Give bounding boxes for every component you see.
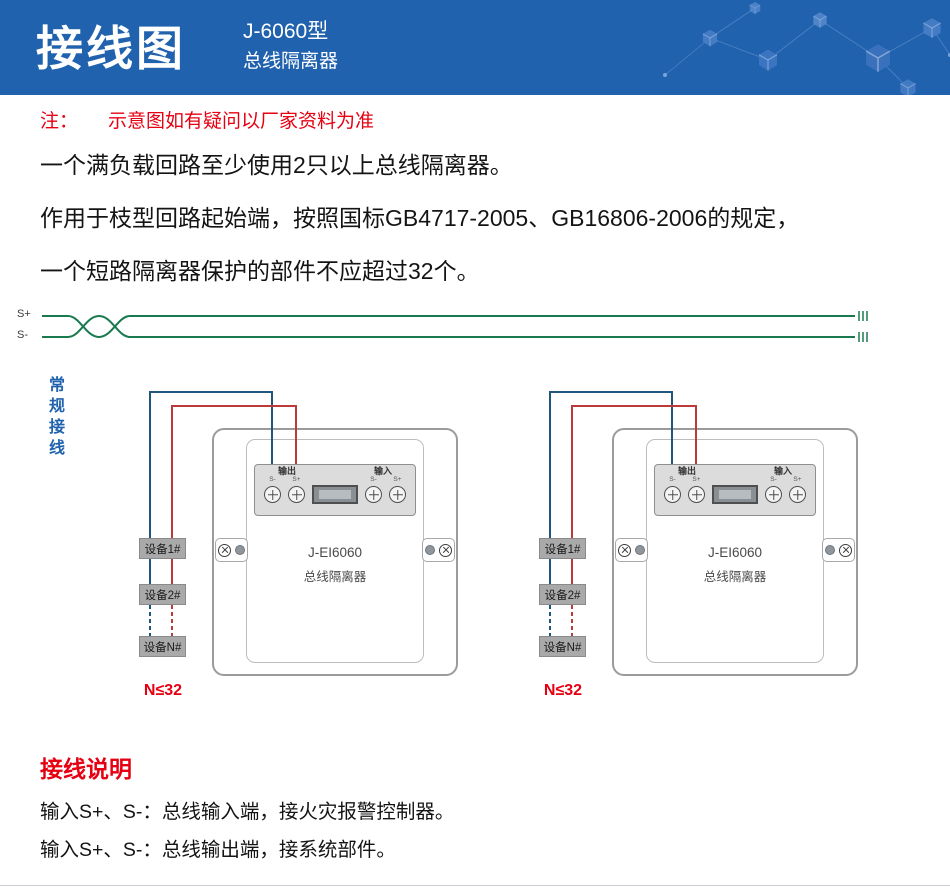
chain-box-device-2: 设备2# (539, 584, 586, 605)
isolator-device-1: 输出 输入 S- S+ S- S+ (212, 428, 458, 676)
dot-circle-icon (425, 545, 435, 555)
output-terminal-label: 输出 (277, 466, 296, 476)
bus-s-minus-label: S- (17, 329, 28, 341)
product-model: J-6060型 (243, 20, 329, 43)
polarity-label: S- (370, 476, 377, 483)
crossed-circle-icon (439, 543, 452, 557)
isolator-device-2: 输出 输入 S- S+ S- S+ (612, 428, 858, 676)
device-name-label: 总线隔离器 (303, 570, 367, 584)
chain-box-device-1: 设备1# (139, 538, 186, 559)
device-model-label: J-EI6060 (707, 545, 763, 560)
display-window (312, 485, 358, 504)
right-mount-tab (422, 538, 455, 562)
disclaimer-note: 注： 示意图如有疑问以厂家资料为准 (40, 106, 374, 133)
terminal-strip: 输出 输入 S- S+ S- S+ (654, 464, 816, 516)
wiring-notes-title: 接线说明 (40, 756, 132, 782)
polarity-label: S+ (692, 476, 701, 483)
note-text: 示意图如有疑问以厂家资料为准 (108, 111, 375, 132)
chain-box-device-1: 设备1# (539, 538, 586, 559)
chain-box-device-2: 设备2# (139, 584, 186, 605)
polarity-label: S+ (393, 476, 402, 483)
intro-line: 一个满负载回路至少使用2只以上总线隔离器。 (40, 152, 513, 178)
section-label-standard-wiring: 常规接线 (46, 376, 63, 460)
display-window (712, 485, 758, 504)
device-limit-label: N≤32 (143, 682, 183, 699)
screw-terminal-icon (765, 486, 782, 503)
polarity-label: S+ (292, 476, 301, 483)
dot-circle-icon (825, 545, 835, 555)
screw-terminal-icon (664, 486, 681, 503)
polarity-label: S- (269, 476, 276, 483)
intro-line: 一个短路隔离器保护的部件不应超过32个。 (40, 258, 480, 284)
screw-terminal-icon (789, 486, 806, 503)
device-limit-label: N≤32 (543, 682, 583, 699)
intro-line: 作用于枝型回路起始端，按照国标GB4717-2005、GB16806-2006的… (40, 205, 800, 231)
output-terminal-label: 输出 (677, 466, 696, 476)
device-name-label: 总线隔离器 (703, 570, 767, 584)
polarity-label: S- (669, 476, 676, 483)
wiring-note-line: 输入S+、S-：总线输出端，接系统部件。 (40, 839, 396, 861)
bottom-divider (0, 885, 950, 886)
crossed-circle-icon (839, 543, 852, 557)
polarity-label: S- (770, 476, 777, 483)
screw-terminal-icon (688, 486, 705, 503)
screw-terminal-icon (365, 486, 382, 503)
note-label: 注： (40, 111, 79, 132)
chain-box-device-n: 设备N# (139, 636, 186, 657)
screw-terminal-icon (288, 486, 305, 503)
input-terminal-label: 输入 (373, 466, 392, 476)
screw-terminal-icon (389, 486, 406, 503)
polarity-label: S+ (793, 476, 802, 483)
intro-paragraph: 一个满负载回路至少使用2只以上总线隔离器。 作用于枝型回路起始端，按照国标GB4… (40, 147, 799, 306)
terminal-strip: 输出 输入 S- S+ S- S+ (254, 464, 416, 516)
input-terminal-label: 输入 (773, 466, 792, 476)
chain-box-device-n: 设备N# (539, 636, 586, 657)
page-title: 接线图 (36, 22, 186, 75)
hexagon-cubes-decoration-icon (663, 1, 950, 95)
header-bar: 接线图 J-6060型 总线隔离器 (0, 0, 950, 95)
wiring-note-line: 输入S+、S-：总线输入端，接火灾报警控制器。 (40, 801, 455, 823)
right-mount-tab (822, 538, 855, 562)
bus-s-plus-label: S+ (17, 308, 31, 320)
screw-terminal-icon (264, 486, 281, 503)
product-name: 总线隔离器 (243, 51, 339, 72)
device-model-label: J-EI6060 (307, 545, 363, 560)
